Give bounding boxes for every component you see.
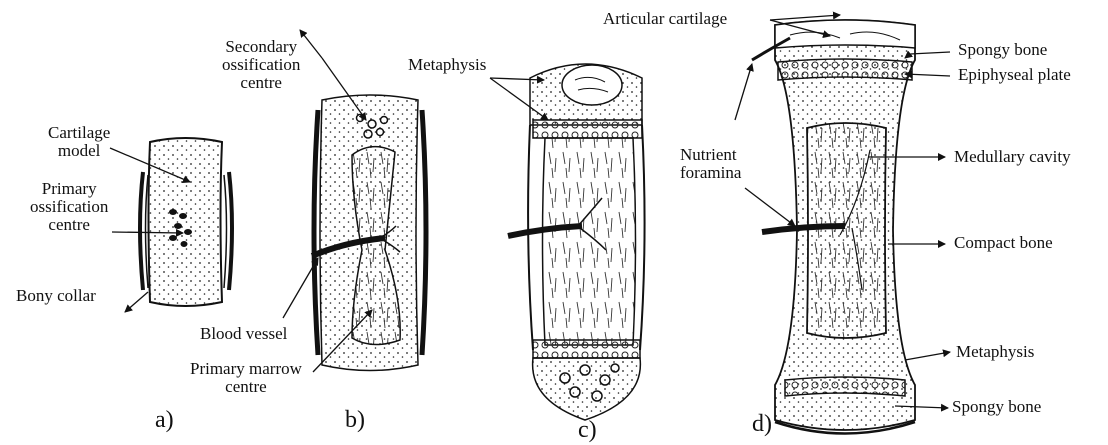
primary-ossification-label: Primary ossification centre xyxy=(30,180,108,234)
medullary-cavity-label: Medullary cavity xyxy=(954,148,1071,166)
cartilage-model-line1: Cartilage xyxy=(48,124,110,142)
compact-bone-label: Compact bone xyxy=(954,234,1053,252)
secondary-ossification-line1: Secondary xyxy=(222,38,300,56)
secondary-ossification-label: Secondary ossification centre xyxy=(222,38,300,92)
primary-marrow-line2: centre xyxy=(190,378,302,396)
nutrient-foramina-label: Nutrient foramina xyxy=(680,146,741,182)
bone-c xyxy=(508,64,645,420)
primary-marrow-label: Primary marrow centre xyxy=(190,360,302,396)
spongy-bone-bottom-label: Spongy bone xyxy=(952,398,1041,416)
primary-ossification-line2: ossification xyxy=(30,198,108,216)
secondary-ossification-line2: ossification xyxy=(222,56,300,74)
primary-marrow-line1: Primary marrow xyxy=(190,360,302,378)
cartilage-model-label: Cartilage model xyxy=(48,124,110,160)
stage-b-caption: b) xyxy=(345,408,365,433)
secondary-ossification-line3: centre xyxy=(222,74,300,92)
blood-vessel-label: Blood vessel xyxy=(200,325,287,343)
stage-a-caption: a) xyxy=(155,408,174,433)
epiphyseal-plate-label: Epiphyseal plate xyxy=(958,66,1071,84)
spongy-bone-top-label: Spongy bone xyxy=(958,41,1047,59)
nutrient-foramina-line1: Nutrient xyxy=(680,146,741,164)
articular-cartilage-label: Articular cartilage xyxy=(603,10,727,28)
nutrient-foramina-line2: foramina xyxy=(680,164,741,182)
cartilage-model-line2: model xyxy=(48,142,110,160)
metaphysis-c-label: Metaphysis xyxy=(408,56,486,74)
bone-a xyxy=(140,138,232,306)
primary-ossification-line1: Primary xyxy=(30,180,108,198)
bone-b xyxy=(312,95,426,371)
stage-d-caption: d) xyxy=(752,412,772,437)
bone-d xyxy=(752,20,915,434)
bony-collar-label: Bony collar xyxy=(16,287,96,305)
metaphysis-d-label: Metaphysis xyxy=(956,343,1034,361)
primary-ossification-line3: centre xyxy=(30,216,108,234)
stage-c-caption: c) xyxy=(578,418,597,443)
